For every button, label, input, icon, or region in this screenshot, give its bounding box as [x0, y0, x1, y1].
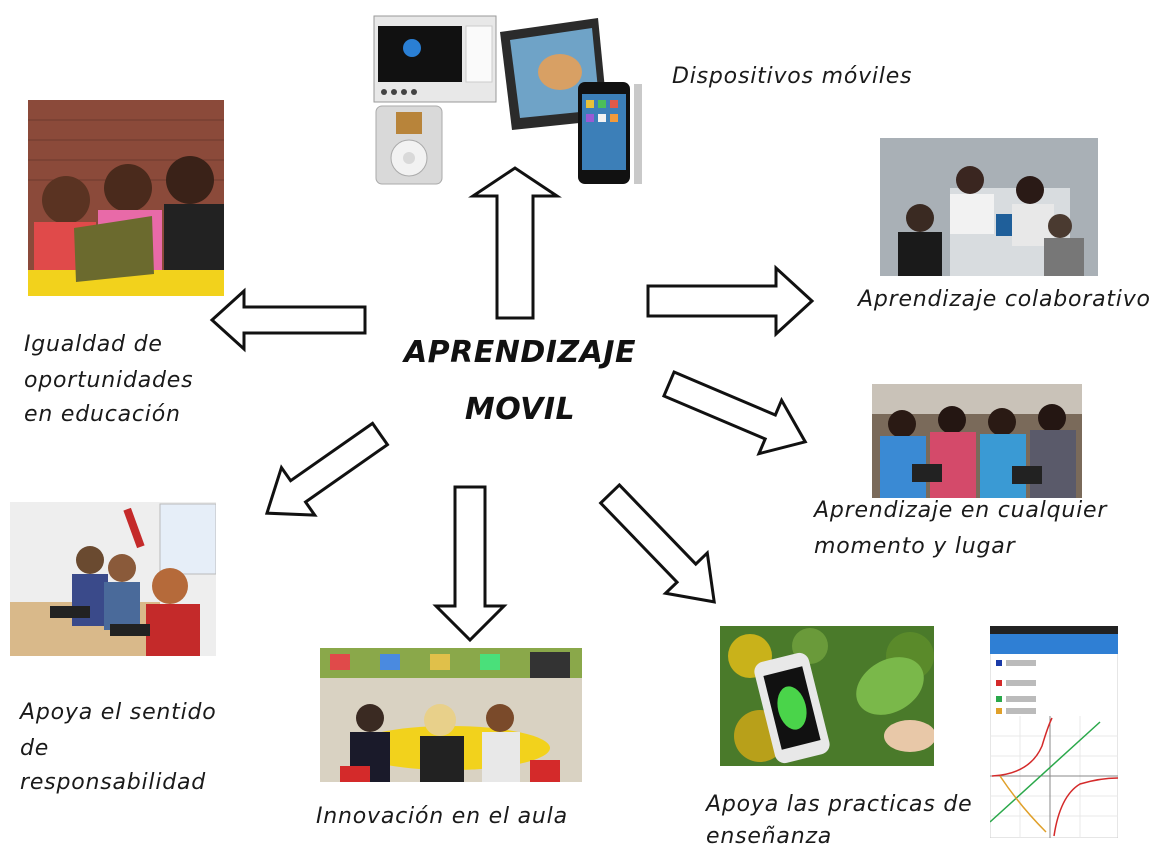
label-equality-line3: en educación	[24, 402, 181, 427]
kids-with-tablets-photo	[10, 502, 216, 656]
arrow-right-upper	[646, 264, 815, 338]
label-responsibility-line1: Apoya el sentido	[20, 700, 217, 725]
arrow-up	[468, 166, 562, 320]
label-equality-line2: oportunidades	[24, 368, 194, 393]
arrow-left	[209, 287, 367, 353]
center-title-line1: APRENDIZAJE	[403, 335, 637, 370]
label-anytime-line2: momento y lugar	[814, 534, 1016, 559]
label-teaching-line2: enseñanza	[706, 824, 833, 849]
label-responsibility-line2: de	[20, 736, 50, 761]
arrow-down	[432, 485, 508, 643]
arrow-down-right-lower	[598, 482, 716, 604]
classroom-photo	[320, 648, 582, 782]
children-with-tablet-photo	[28, 100, 224, 296]
label-devices: Dispositivos móviles	[672, 64, 913, 89]
group-study-photo	[880, 138, 1098, 276]
label-teaching-line1: Apoya las practicas de	[706, 792, 973, 817]
label-innovation: Innovación en el aula	[316, 804, 568, 829]
media-devices-photo	[370, 12, 645, 187]
arrow-down-right-upper	[661, 370, 808, 456]
label-equality-line1: Igualdad de	[24, 332, 163, 357]
arrow-down-left	[264, 421, 390, 517]
center-title-line2: MOVIL	[464, 392, 576, 427]
phone-leaf-photo	[720, 626, 934, 766]
label-responsibility-line3: responsabilidad	[20, 770, 207, 795]
label-anytime-line1: Aprendizaje en cualquier	[814, 498, 1108, 523]
students-with-tablets-photo	[872, 384, 1082, 498]
label-collaborative: Aprendizaje colaborativo	[858, 287, 1151, 312]
function-graph-screenshot	[990, 626, 1118, 838]
